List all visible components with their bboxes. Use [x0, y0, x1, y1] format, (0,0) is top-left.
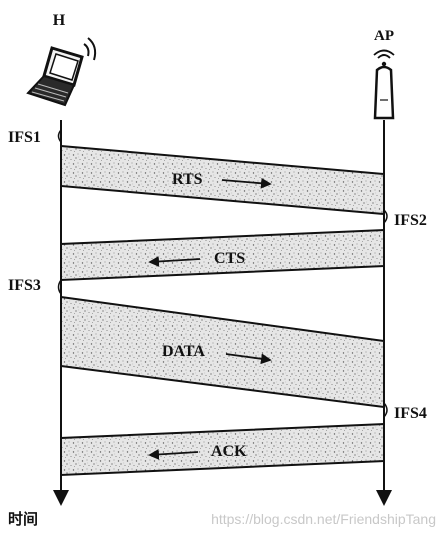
ifs3-mark — [57, 279, 62, 295]
ifs2-label: IFS2 — [394, 212, 427, 229]
ifs1-mark — [57, 129, 62, 143]
ifs2-mark — [383, 209, 388, 224]
ifs4-label: IFS4 — [394, 405, 427, 422]
rts-frame-label: RTS — [172, 171, 203, 188]
cts-direction-arrow — [148, 256, 201, 267]
ifs3-label: IFS3 — [8, 277, 41, 294]
time-axis-label: 时间 — [8, 510, 38, 528]
ack-direction-arrow — [148, 449, 199, 460]
ack-frame-label: ACK — [211, 443, 247, 460]
rts-direction-arrow — [221, 177, 272, 189]
data-direction-arrow — [225, 353, 272, 365]
data-frame-band — [60, 295, 385, 409]
ifs1-label: IFS1 — [8, 129, 41, 146]
cts-frame-label: CTS — [214, 250, 245, 267]
ap-label: AP — [374, 28, 394, 44]
access-point-antenna-icon — [373, 49, 395, 120]
host-label: H — [53, 12, 66, 29]
ifs4-mark — [383, 402, 388, 418]
laptop-wifi-icon — [26, 37, 97, 107]
ack-frame-band — [60, 422, 385, 477]
watermark-text: https://blog.csdn.net/FriendshipTang — [211, 511, 436, 527]
data-frame-label: DATA — [162, 343, 205, 360]
